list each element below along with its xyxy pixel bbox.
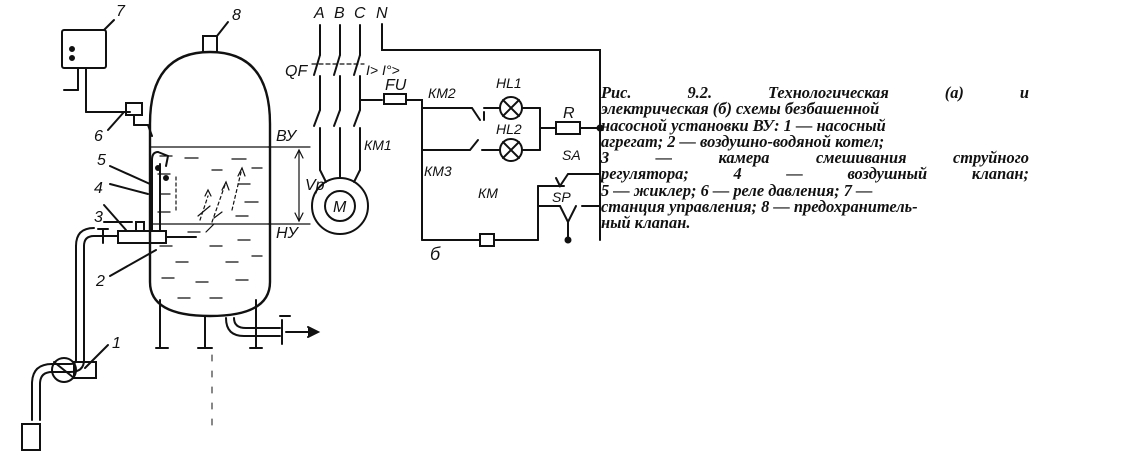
resistor-r: [555, 121, 581, 135]
label-8: 8: [232, 7, 241, 24]
caption-word: смешивания: [815, 148, 907, 168]
caption-word: Технологическая: [768, 83, 889, 102]
electrical-scheme: [311, 23, 604, 247]
caption-line-2: электрическая (б) схемы безбашенной: [601, 99, 880, 119]
caption-word: воздушный: [847, 164, 928, 184]
caption-word: —: [655, 148, 673, 168]
label-2: 2: [95, 273, 105, 290]
caption-line-9: ный клапан.: [601, 213, 691, 233]
caption-word: камера: [718, 148, 770, 168]
caption-line-7: 5 — жиклер; 6 — реле давления; 7 —: [601, 180, 873, 200]
label-km1: КМ1: [364, 137, 392, 153]
caption-word: —: [786, 164, 803, 184]
caption-word: 3: [601, 148, 610, 168]
pressure-relay: [125, 102, 143, 116]
caption-word: регулятора;: [601, 164, 689, 184]
technological-scheme: [21, 19, 321, 451]
mixing-chamber: [117, 230, 167, 244]
label-motor: М: [333, 199, 347, 216]
label-upper-level: ВУ: [276, 128, 298, 145]
label-breaker-setting: I> I°>: [366, 62, 400, 78]
label-phase-b: B: [334, 5, 345, 22]
label-lower-level: НУ: [276, 225, 300, 242]
diagram-labels: 7 8 6 5 4 3 2 1 ВУ НУ Vр A B C N QF I> I…: [94, 3, 581, 352]
label-part-b: б: [430, 244, 441, 264]
fuse-fu: [383, 93, 407, 105]
pump: [51, 357, 77, 383]
caption-word: струйного: [953, 148, 1029, 168]
tank: [148, 50, 272, 318]
caption-word: клапан;: [971, 164, 1029, 184]
caption-line-1: Рис. 9.2. Технологическая (а) и: [601, 83, 1029, 102]
label-pressure-switch: SP: [552, 189, 571, 205]
caption-word: и: [1019, 83, 1029, 102]
relay-coil-km: [479, 233, 495, 247]
caption-word: 4: [733, 164, 742, 184]
breaker-qf: [313, 54, 361, 76]
label-breaker: QF: [285, 63, 308, 80]
caption-line-6: регулятора; 4 — воздушный клапан;: [601, 164, 1029, 184]
safety-valve: [202, 35, 218, 53]
label-resistor: R: [563, 105, 575, 122]
label-volume: Vр: [305, 177, 325, 194]
label-hl2: HL2: [496, 121, 522, 137]
label-relay-coil: КМ: [478, 185, 498, 201]
label-phase-a: A: [313, 5, 325, 22]
label-6: 6: [94, 128, 103, 145]
caption-word: 9.2.: [687, 83, 713, 102]
label-hl1: HL1: [496, 75, 522, 91]
caption-word: (а): [944, 83, 964, 102]
intake-filter: [21, 423, 41, 451]
caption-line-8: станция управления; 8 — предохранитель-: [601, 197, 918, 217]
label-switch: SA: [562, 147, 581, 163]
label-km2: КМ2: [428, 85, 456, 101]
label-neutral: N: [376, 5, 388, 22]
label-3: 3: [94, 209, 103, 226]
label-7: 7: [116, 3, 126, 20]
caption-line-4: агрегат; 2 — воздушно-водяной котел;: [601, 131, 885, 151]
label-fuse: FU: [385, 77, 407, 94]
caption-line-3: насосной установки ВУ: 1 — насосный: [601, 115, 886, 135]
figure-caption: Рис. 9.2. Технологическая (а) и электрич…: [601, 83, 1029, 233]
label-km3: КМ3: [424, 163, 452, 179]
label-5: 5: [97, 152, 106, 169]
label-phase-c: C: [354, 5, 366, 22]
control-station: [61, 29, 107, 69]
caption-line-5: 3 — камера смешивания струйного: [601, 148, 1029, 168]
caption-word: Рис.: [601, 83, 632, 102]
label-4: 4: [94, 180, 103, 197]
label-1: 1: [112, 335, 121, 352]
